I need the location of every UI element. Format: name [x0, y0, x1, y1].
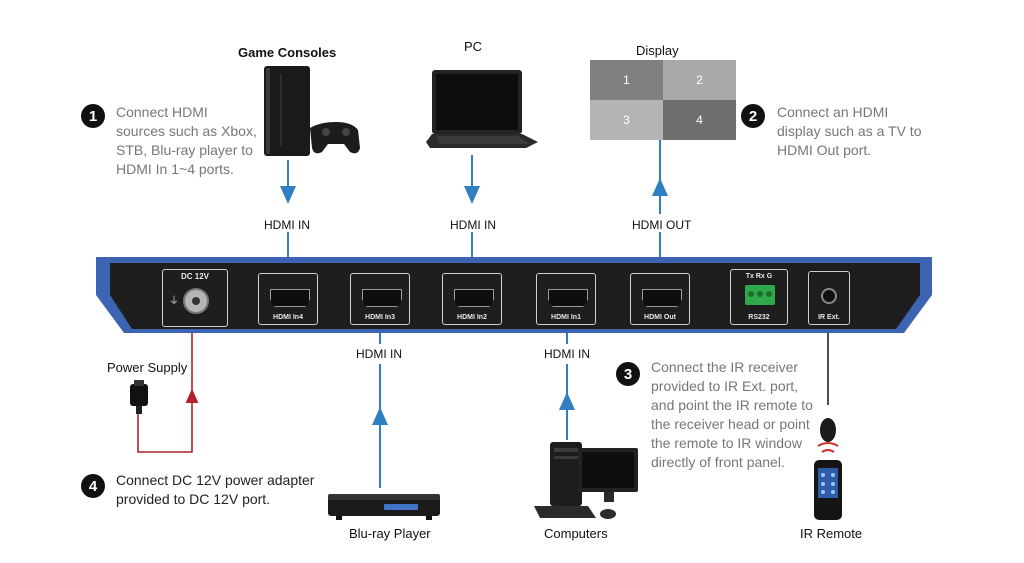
hdmi-in-computers-label: HDMI IN	[544, 347, 590, 361]
display-cell-4: 4	[663, 100, 736, 140]
hdmi-socket-icon	[454, 289, 494, 307]
display-label: Display	[636, 43, 679, 58]
display-cell-3: 3	[590, 100, 663, 140]
port-hdmi-out[interactable]: HDMI Out	[630, 273, 690, 325]
hdmi-socket-icon	[270, 289, 310, 307]
dc-jack-icon	[183, 288, 209, 314]
display-cell-2: 2	[663, 60, 736, 100]
dc-port[interactable]: DC 12V ⏚	[162, 269, 228, 327]
terminal-block-icon	[745, 285, 775, 305]
port-rs232[interactable]: Tx Rx G RS232	[730, 269, 788, 325]
laptop-icon	[426, 70, 538, 148]
port-hdmi-in4[interactable]: HDMI In4	[258, 273, 318, 325]
pc-label: PC	[464, 39, 483, 54]
port-label: HDMI In2	[457, 314, 487, 321]
port-label: HDMI Out	[644, 314, 676, 321]
port-label: HDMI In4	[273, 314, 303, 321]
computers-label: Computers	[544, 526, 608, 541]
step-1-text: Connect HDMI sources such as Xbox, STB, …	[116, 104, 257, 177]
bluray-player-icon	[328, 494, 440, 520]
step-2-text: Connect an HDMI display such as a TV to …	[777, 104, 922, 158]
display-cell-1: 1	[590, 60, 663, 100]
rs232-label: RS232	[748, 314, 770, 321]
step-3-text: Connect the IR receiver provided to IR E…	[651, 359, 813, 470]
game-consoles-label: Game Consoles	[238, 45, 337, 60]
ir-jack-icon	[821, 288, 837, 304]
ir-remote-icon	[814, 460, 842, 520]
hdmi-in-bluray-label: HDMI IN	[356, 347, 402, 361]
hdmi-socket-icon	[362, 289, 402, 307]
step-4-badge: 4	[81, 474, 105, 498]
step-2-badge: 2	[741, 104, 765, 128]
port-label: HDMI In3	[365, 314, 395, 321]
port-hdmi-in1[interactable]: HDMI In1	[536, 273, 596, 325]
port-label: HDMI In1	[551, 314, 581, 321]
hdmi-out-label: HDMI OUT	[632, 218, 692, 232]
step-1-badge: 1	[81, 104, 105, 128]
switch-chassis	[96, 257, 932, 333]
polarity-icon: ⏚	[169, 296, 179, 307]
line-power	[137, 388, 199, 453]
step-4-text: Connect DC 12V power adapter provided to…	[116, 472, 315, 507]
switch-rear-panel: DC 12V ⏚ HDMI In4 HDMI In3 HDMI In2 HDMI…	[96, 255, 932, 333]
power-supply-label: Power Supply	[107, 360, 188, 375]
ir-receiver-icon	[817, 418, 839, 453]
step-3-badge: 3	[616, 362, 640, 386]
hdmi-in-pc-label: HDMI IN	[450, 218, 496, 232]
port-ir-ext[interactable]: IR Ext.	[808, 271, 850, 325]
port-hdmi-in2[interactable]: HDMI In2	[442, 273, 502, 325]
dc-label: DC 12V	[180, 272, 209, 281]
rs232-pins-label: Tx Rx G	[745, 273, 773, 280]
port-hdmi-in3[interactable]: HDMI In3	[350, 273, 410, 325]
hdmi-socket-icon	[548, 289, 588, 307]
ir-ext-label: IR Ext.	[818, 314, 840, 321]
hdmi-in-game-label: HDMI IN	[264, 218, 310, 232]
game-console-icon	[264, 66, 360, 156]
ir-remote-label: IR Remote	[800, 526, 863, 541]
hdmi-socket-icon	[642, 289, 682, 307]
bluray-label: Blu-ray Player	[349, 526, 431, 541]
power-adapter-icon	[130, 380, 148, 414]
display-grid: 1 2 3 4	[590, 60, 736, 140]
desktop-computer-icon	[534, 442, 638, 519]
